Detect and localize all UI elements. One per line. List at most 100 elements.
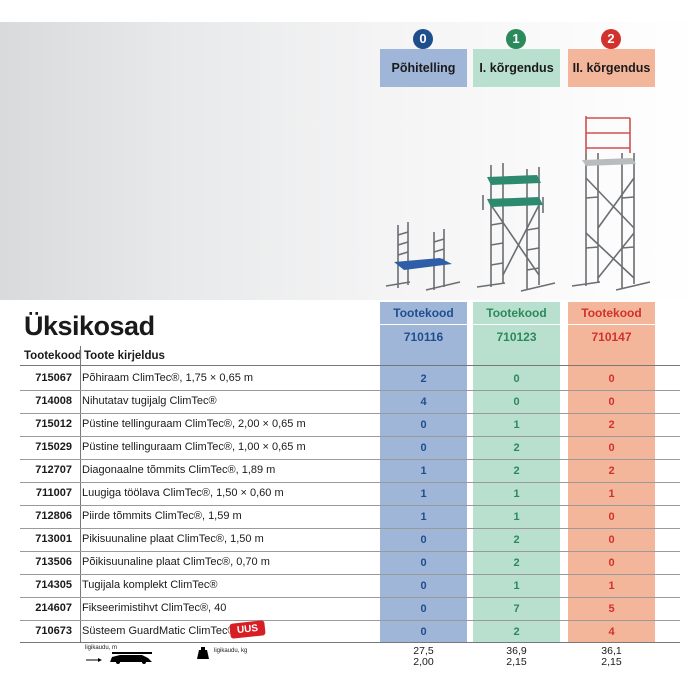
weight-label: ligikaudu, kg xyxy=(214,648,248,654)
row-qty-col-2: 4 xyxy=(608,626,615,638)
column-0-title: Põhitelling xyxy=(380,49,467,87)
scaffold-level1-image xyxy=(476,163,556,292)
column-0-code-label: Tootekood xyxy=(393,306,454,320)
row-qty-col-1: 2 xyxy=(513,534,520,546)
row-qty-col-2: 5 xyxy=(608,603,615,615)
row-qty-col-1: 1 xyxy=(513,419,520,431)
column-2-number: 2 xyxy=(601,29,621,49)
scaffold-basic-image xyxy=(385,222,461,291)
column-1-number: 1 xyxy=(506,29,526,49)
row-qty-col-2: 0 xyxy=(608,534,615,546)
row-qty-col-2: 0 xyxy=(608,373,615,385)
row-qty-col-0: 2 xyxy=(420,373,427,385)
row-qty-col-1: 1 xyxy=(513,580,520,592)
footer-divider xyxy=(20,642,680,643)
row-code: 715012 xyxy=(35,418,72,430)
column-0-length: 2,00 xyxy=(413,656,434,668)
column-0-footer: 27,5 2,00 xyxy=(380,646,467,668)
column-2-footer: 36,1 2,15 xyxy=(568,646,655,668)
row-qty-col-1: 7 xyxy=(513,603,520,615)
row-description: Nihutatav tugijalg ClimTec® xyxy=(82,395,217,407)
row-code: 711007 xyxy=(35,487,72,499)
column-1-weight: 36,9 xyxy=(506,645,527,657)
column-2-weight: 36,1 xyxy=(601,645,622,657)
row-code: 712707 xyxy=(35,464,72,476)
table-row: 711007 Luugiga töölava ClimTec®, 1,50 × 0… xyxy=(20,483,680,505)
row-description: Diagonaalne tõmmits ClimTec®, 1,89 m xyxy=(82,464,276,476)
column-bg-2 xyxy=(568,302,655,646)
row-description: Tugijala komplekt ClimTec® xyxy=(82,579,218,591)
column-0-code: 710116 xyxy=(403,330,444,344)
row-qty-col-2: 2 xyxy=(608,419,615,431)
row-qty-col-1: 2 xyxy=(513,465,520,477)
row-qty-col-1: 2 xyxy=(513,557,520,569)
length-label: ligikaudu, m xyxy=(85,645,118,651)
table-row: 713506 Põikisuunaline plaat ClimTec®, 0,7… xyxy=(20,552,680,574)
row-qty-col-0: 0 xyxy=(420,419,427,431)
row-divider xyxy=(20,597,680,598)
column-2-code-label: Tootekood xyxy=(581,306,642,320)
table-row: 715029 Püstine tellinguraam ClimTec®, 1,0… xyxy=(20,437,680,459)
column-2-title: II. kõrgendus xyxy=(568,49,655,87)
row-code: 710673 xyxy=(35,625,72,637)
column-1-title: I. kõrgendus xyxy=(473,49,560,87)
header-code: Tootekood xyxy=(24,350,82,362)
column-bg-1 xyxy=(473,302,560,646)
row-code: 715067 xyxy=(35,372,72,384)
row-qty-col-1: 0 xyxy=(513,396,520,408)
row-description: Luugiga töölava ClimTec®, 1,50 × 0,60 m xyxy=(82,487,284,499)
table-row: 715067 Põhiraam ClimTec®, 1,75 × 0,65 m 2 0… xyxy=(20,368,680,390)
row-description: Fikseerimistihvt ClimTec®, 40 xyxy=(82,602,227,614)
row-qty-col-0: 0 xyxy=(420,557,427,569)
column-0-weight: 27,5 xyxy=(413,645,434,657)
row-qty-col-0: 0 xyxy=(420,603,427,615)
page-title: Üksikosad xyxy=(24,311,155,341)
column-2-length: 2,15 xyxy=(601,656,622,668)
row-qty-col-0: 4 xyxy=(420,396,427,408)
row-code: 715029 xyxy=(35,441,72,453)
row-qty-col-2: 0 xyxy=(608,557,615,569)
row-description: Põhiraam ClimTec®, 1,75 × 0,65 m xyxy=(82,372,254,384)
row-description: Põikisuunaline plaat ClimTec®, 0,70 m xyxy=(82,556,270,568)
column-divider xyxy=(80,346,81,646)
row-qty-col-2: 1 xyxy=(608,488,615,500)
row-divider xyxy=(20,459,680,460)
row-divider xyxy=(20,505,680,506)
header-description: Toote kirjeldus xyxy=(84,350,165,362)
row-description: Püstine tellinguraam ClimTec®, 2,00 × 0,… xyxy=(82,418,306,430)
row-qty-col-2: 0 xyxy=(608,396,615,408)
row-qty-col-0: 1 xyxy=(420,465,427,477)
row-description: Püstine tellinguraam ClimTec®, 1,00 × 0,… xyxy=(82,441,306,453)
table-row: 715012 Püstine tellinguraam ClimTec®, 2,0… xyxy=(20,414,680,436)
weight-icon xyxy=(197,647,209,659)
row-qty-col-1: 1 xyxy=(513,488,520,500)
row-divider xyxy=(20,413,680,414)
row-divider xyxy=(20,551,680,552)
row-qty-col-0: 0 xyxy=(420,442,427,454)
row-qty-col-2: 0 xyxy=(608,442,615,454)
row-divider xyxy=(20,528,680,529)
row-qty-col-2: 1 xyxy=(608,580,615,592)
row-code: 713506 xyxy=(35,556,72,568)
row-qty-col-1: 0 xyxy=(513,373,520,385)
row-description: Süsteem GuardMatic ClimTec® xyxy=(82,625,236,637)
column-1-length: 2,15 xyxy=(506,656,527,668)
row-qty-col-2: 2 xyxy=(608,465,615,477)
row-description: Piirde tõmmits ClimTec®, 1,59 m xyxy=(82,510,242,522)
row-description: Pikisuunaline plaat ClimTec®, 1,50 m xyxy=(82,533,264,545)
scaffold-level2-image xyxy=(571,116,651,291)
row-qty-col-2: 0 xyxy=(608,511,615,523)
row-qty-col-1: 1 xyxy=(513,511,520,523)
column-1-code: 710123 xyxy=(496,330,537,344)
row-qty-col-1: 2 xyxy=(513,626,520,638)
row-code: 714305 xyxy=(35,579,72,591)
header-divider xyxy=(20,365,680,366)
column-2-code: 710147 xyxy=(591,330,632,344)
row-code: 712806 xyxy=(35,510,72,522)
column-1-code-label: Tootekood xyxy=(486,306,547,320)
